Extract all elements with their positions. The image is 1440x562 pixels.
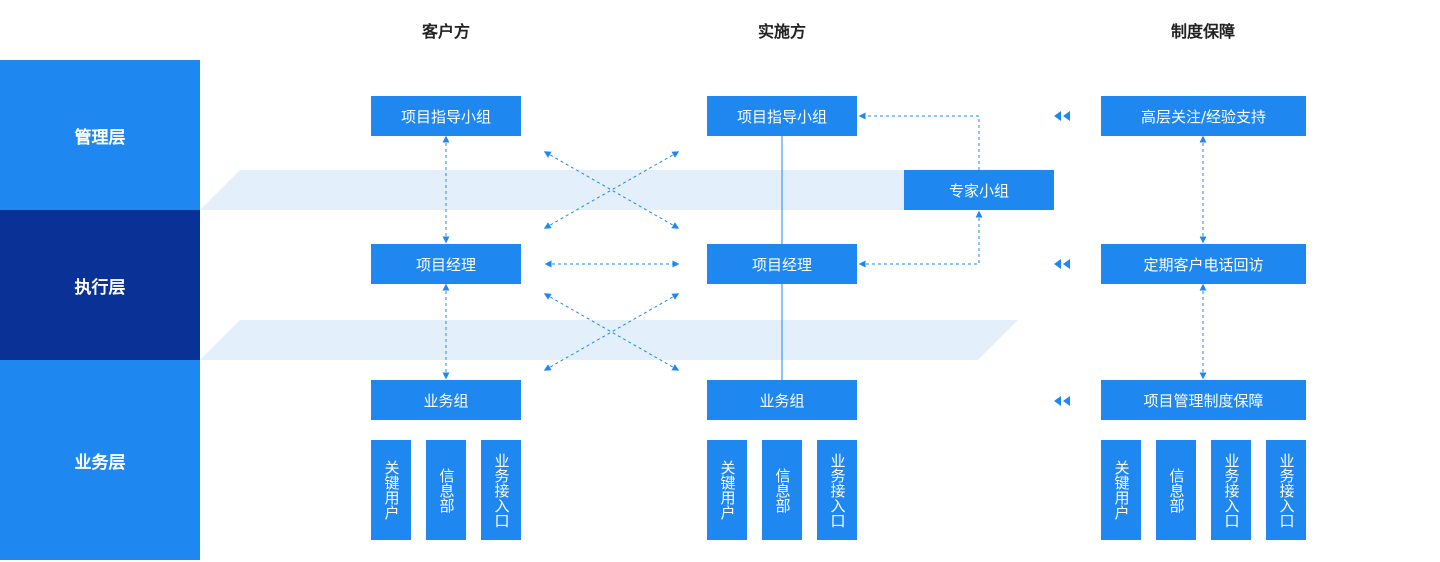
cross-lower-b <box>543 293 680 371</box>
layer-execution: 执行层 <box>0 210 200 360</box>
client-business-box: 业务组 <box>371 380 521 420</box>
double-left-arrow-icon <box>1054 259 1070 269</box>
link-expert-manager <box>858 210 983 268</box>
layer-business: 业务层 <box>0 360 200 560</box>
assurance-member-box: 信息部 <box>1156 440 1196 540</box>
assurance-member-box: 业务接入口 <box>1266 440 1306 540</box>
layer-management: 管理层 <box>0 60 200 210</box>
client-member-box: 业务接入口 <box>481 440 521 540</box>
client-steering-box: 项目指导小组 <box>371 96 521 136</box>
impl-steering-box: 项目指导小组 <box>707 96 857 136</box>
column-header-implementer: 实施方 <box>757 22 806 41</box>
impl-member-box: 业务接入口 <box>817 440 857 540</box>
assurance-bottom-box: 项目管理制度保障 <box>1101 380 1306 420</box>
double-left-arrow-icon <box>1054 111 1070 121</box>
client-member-box: 信息部 <box>426 440 466 540</box>
impl-manager-box: 项目经理 <box>707 244 857 284</box>
assurance-member-box: 关键用户 <box>1101 440 1141 540</box>
column-header-client: 客户方 <box>421 22 470 41</box>
link-expert-steering <box>858 112 980 170</box>
column-header-assurance: 制度保障 <box>1170 22 1235 41</box>
impl-member-box: 关键用户 <box>707 440 747 540</box>
assurance-member-box: 业务接入口 <box>1211 440 1251 540</box>
expert-group-box: 专家小组 <box>904 170 1054 210</box>
cross-upper-b <box>543 151 680 229</box>
client-manager-box: 项目经理 <box>371 244 521 284</box>
impl-business-box: 业务组 <box>707 380 857 420</box>
band-lower <box>200 320 1018 360</box>
impl-member-box: 信息部 <box>762 440 802 540</box>
assurance-top-box: 高层关注/经验支持 <box>1101 96 1306 136</box>
double-left-arrow-icon <box>1054 396 1070 406</box>
assurance-middle-box: 定期客户电话回访 <box>1101 244 1306 284</box>
client-member-box: 关键用户 <box>371 440 411 540</box>
